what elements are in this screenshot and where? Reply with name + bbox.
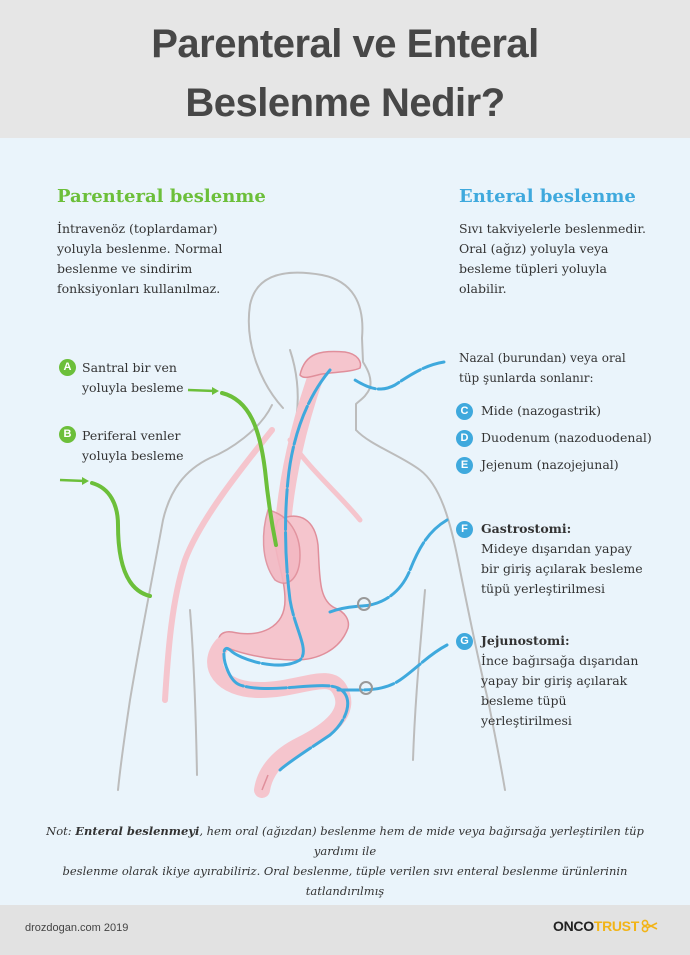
enteral-desc-line: Sıvı takviyelerle beslenmedir. — [459, 221, 646, 236]
footer: drozdogan.com 2019 ONCOTRUST — [0, 905, 690, 955]
footnote-line2: beslenme olarak ikiye ayırabiliriz. Oral… — [62, 864, 628, 898]
label-central-vein: Santral bir ven yoluyla besleme — [82, 358, 184, 398]
content-panel — [0, 138, 690, 905]
enteral-description: Sıvı takviyelerle beslenmedir. Oral (ağı… — [459, 219, 646, 299]
parenteral-description: İntravenöz (toplardamar) yoluyla beslenm… — [57, 219, 222, 299]
label-line: Periferal venler — [82, 428, 181, 443]
jejunostomy-line: yapay bir giriş açılarak — [481, 673, 628, 688]
badge-g: G — [456, 633, 473, 650]
jejunostomy-block: Jejunostomi: İnce bağırsağa dışarıdan ya… — [481, 631, 638, 731]
badge-c: C — [456, 403, 473, 420]
parenteral-desc-line: yoluyla beslenme. Normal — [57, 241, 223, 256]
gastrostomy-line: tüpü yerleştirilmesi — [481, 581, 605, 596]
badge-b: B — [59, 426, 76, 443]
parenteral-title: Parenteral beslenme — [57, 186, 266, 207]
gastrostomy-line: Mideye dışarıdan yapay — [481, 541, 632, 556]
footnote-bold: Enteral beslenmeyi — [75, 824, 200, 838]
label-line: yoluyla besleme — [82, 448, 184, 463]
tube-intro-line: Nazal (burundan) veya oral — [459, 351, 626, 365]
page-title-line2: Beslenme Nedir? — [185, 81, 505, 125]
tube-intro: Nazal (burundan) veya oral tüp şunlarda … — [459, 348, 626, 388]
footnote-line1: Not: Enteral beslenmeyi, hem oral (ağızd… — [30, 821, 660, 861]
parenteral-desc-line: beslenme ve sindirim — [57, 261, 193, 276]
jejunostomy-title: Jejunostomi: — [481, 633, 570, 648]
logo-part2: TRUST — [593, 918, 639, 934]
credit-text: drozdogan.com 2019 — [25, 922, 129, 934]
jejunostomy-line: İnce bağırsağa dışarıdan — [481, 653, 639, 668]
header: Parenteral ve Enteral Beslenme Nedir? — [0, 0, 690, 138]
label-nasoduodenal: Duodenum (nazoduodenal) — [481, 430, 652, 445]
scissors-icon — [641, 919, 658, 933]
badge-f: F — [456, 521, 473, 538]
jejunostomy-line: besleme tüpü — [481, 693, 567, 708]
parenteral-desc-line: İntravenöz (toplardamar) — [57, 221, 218, 236]
footnote-lead: Not: — [46, 824, 76, 838]
enteral-desc-line: besleme tüpleri yoluyla — [459, 261, 607, 276]
badge-d: D — [456, 430, 473, 447]
label-line: Santral bir ven — [82, 360, 177, 375]
gastrostomy-line: bir giriş açılarak besleme — [481, 561, 643, 576]
gastrostomy-block: Gastrostomi: Mideye dışarıdan yapay bir … — [481, 519, 643, 599]
badge-e: E — [456, 457, 473, 474]
enteral-desc-line: olabilir. — [459, 281, 507, 296]
tube-intro-line: tüp şunlarda sonlanır: — [459, 371, 594, 385]
badge-a: A — [59, 359, 76, 376]
logo-part1: ONCO — [553, 918, 594, 934]
parenteral-desc-line: fonksiyonları kullanılmaz. — [57, 281, 221, 296]
label-line: yoluyla besleme — [82, 380, 184, 395]
label-nasojejunal: Jejenum (nazojejunal) — [481, 457, 619, 472]
label-peripheral-vein: Periferal venler yoluyla besleme — [82, 426, 184, 466]
jejunostomy-line: yerleştirilmesi — [481, 713, 572, 728]
gastrostomy-title: Gastrostomi: — [481, 521, 572, 536]
footnote-line1-rest: , hem oral (ağızdan) beslenme hem de mid… — [199, 824, 644, 858]
enteral-desc-line: Oral (ağız) yoluyla veya — [459, 241, 609, 256]
enteral-title: Enteral beslenme — [459, 186, 636, 207]
oncotrust-logo: ONCOTRUST — [553, 918, 659, 934]
page-title-line1: Parenteral ve Enteral — [151, 22, 539, 66]
label-nasogastric: Mide (nazogastrik) — [481, 403, 601, 418]
